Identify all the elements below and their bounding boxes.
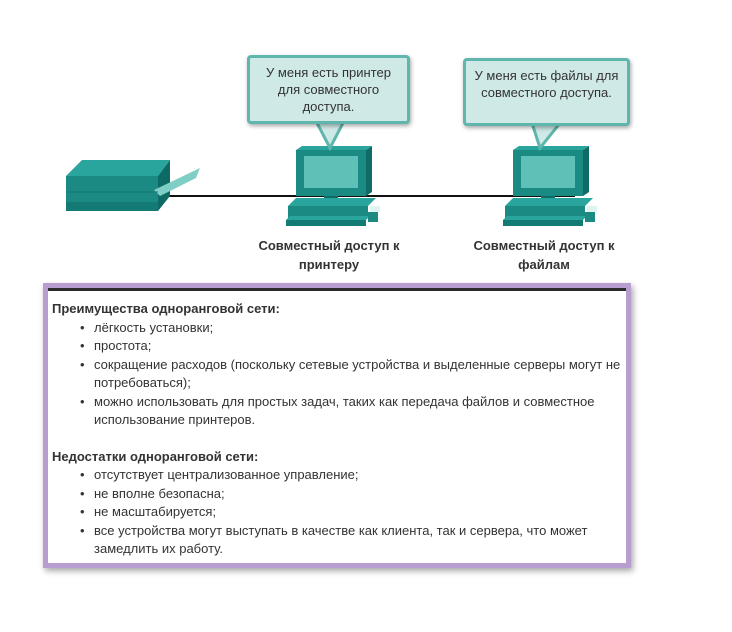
list-item: • простота;	[52, 337, 622, 356]
list-item: • отсутствует централизованное управление…	[52, 466, 622, 485]
list-item-text: лёгкость установки;	[94, 319, 214, 335]
list-item: • не вполне безопасна;	[52, 485, 622, 504]
bullet: •	[80, 356, 85, 372]
bubble-tail	[529, 121, 564, 152]
list-item-text: не масштабируется;	[94, 504, 217, 519]
bullet: •	[80, 485, 85, 501]
bullet: •	[80, 522, 85, 538]
printer-share-bubble: У меня есть принтер для совместного дост…	[247, 55, 410, 124]
computer-icon	[503, 146, 597, 226]
list-item: • все устройства могут выступать в качест…	[52, 522, 622, 559]
bullet: •	[80, 504, 85, 519]
panel-divider	[48, 288, 626, 291]
bullet: •	[80, 467, 85, 482]
bullet: •	[80, 393, 85, 409]
computer-icon	[286, 146, 380, 226]
list-item: • сокращение расходов (поскольку сетевые …	[52, 356, 622, 393]
panel-content: Преимущества одноранговой сети: • лёгкост…	[52, 300, 622, 559]
list-item-text: отсутствует централизованное управление;	[94, 467, 359, 482]
printer-share-bubble-text: У меня есть принтер для совместного дост…	[266, 65, 391, 114]
network-diagram-svg	[66, 119, 597, 226]
bullet: •	[80, 319, 85, 335]
list-item-text: можно использовать для простых задач, та…	[94, 393, 595, 428]
network-diagram: У меня есть принтер для совместного дост…	[0, 0, 732, 285]
file-pc-caption: Совместный доступ к файлам	[473, 238, 615, 272]
list-item-text: сокращение расходов (поскольку сетевые у…	[94, 356, 621, 391]
file-share-bubble-text: У меня есть файлы для совместного доступ…	[474, 68, 619, 100]
peer-network-info-panel: Преимущества одноранговой сети: • лёгкост…	[43, 283, 631, 568]
list-item: • можно использовать для простых задач, т…	[52, 393, 622, 430]
disadvantages-heading: Недостатки одноранговой сети:	[52, 448, 259, 464]
advantages-heading: Преимущества одноранговой сети:	[52, 301, 280, 316]
list-item-text: не вполне безопасна;	[94, 485, 225, 501]
list-item: • лёгкость установки;	[52, 319, 622, 338]
bullet: •	[80, 338, 85, 353]
printer-icon	[66, 160, 200, 211]
printer-pc-caption: Совместный доступ к принтеру	[258, 238, 400, 272]
list-item: • не масштабируется;	[52, 503, 622, 522]
bubble-tail	[313, 119, 347, 152]
list-item-text: все устройства могут выступать в качеств…	[94, 522, 588, 557]
file-share-bubble: У меня есть файлы для совместного доступ…	[463, 58, 630, 126]
list-item-text: простота;	[94, 338, 152, 353]
